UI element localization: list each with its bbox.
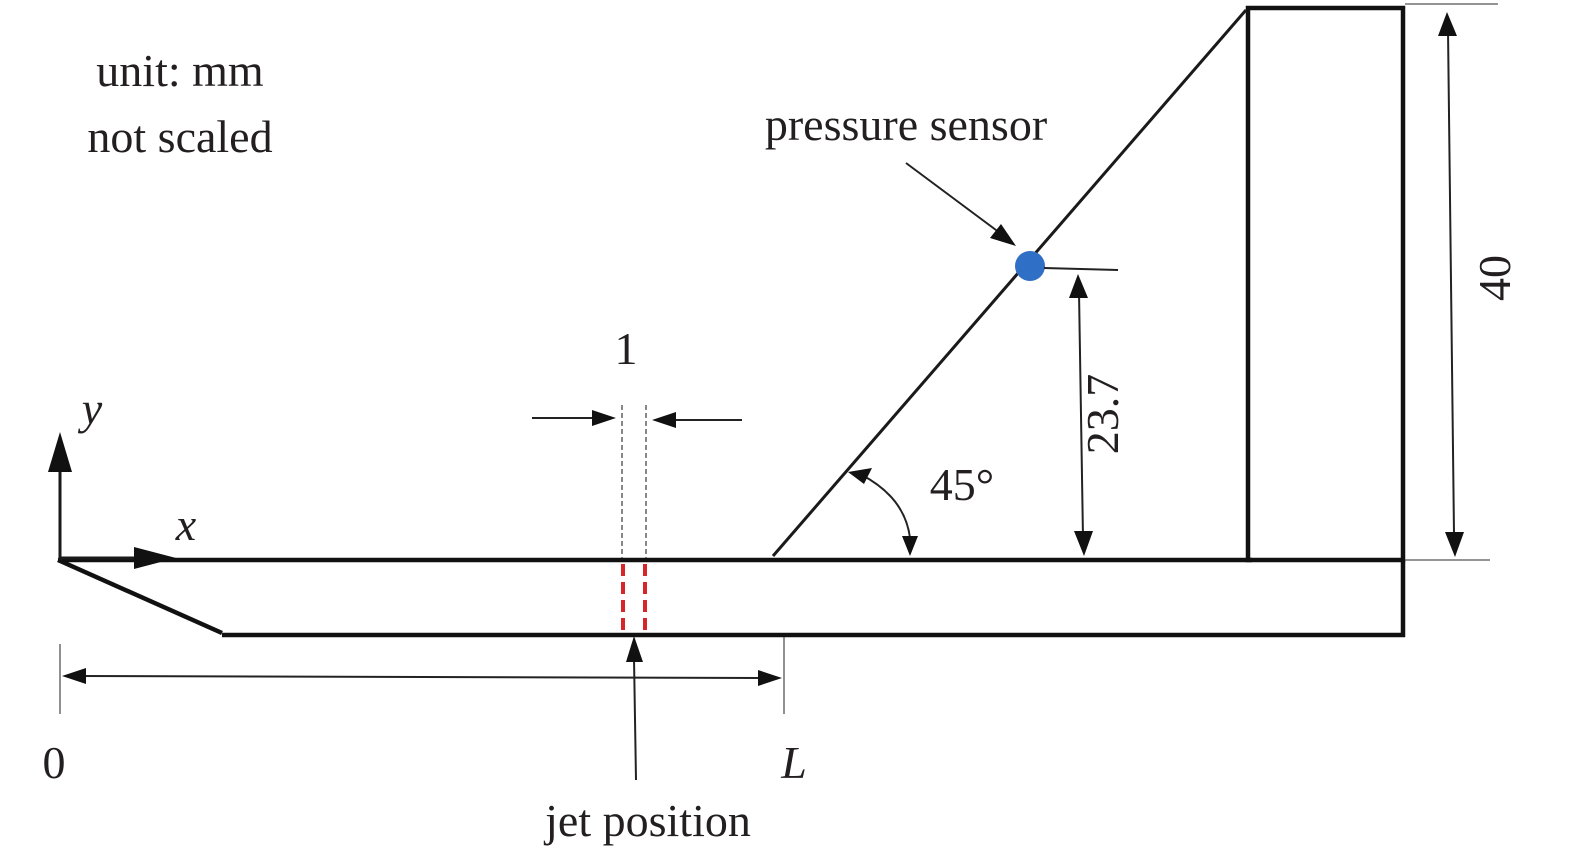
wall-box — [1245, 5, 1406, 563]
length-dimension — [59, 637, 785, 714]
angle-label: 45° — [930, 459, 994, 510]
jet-slit — [621, 564, 647, 630]
jet-position-label: jet position — [543, 795, 751, 846]
wall-height-label: 40 — [1469, 255, 1520, 301]
plate-outline — [57, 557, 1406, 638]
slit-width-label: 1 — [615, 323, 638, 374]
length-label: L — [780, 737, 807, 788]
y-axis-label: y — [78, 383, 103, 434]
pressure-sensor-label: pressure sensor — [765, 99, 1047, 150]
sensor-height-label: 23.7 — [1077, 374, 1128, 455]
x-axis-arrow — [60, 547, 176, 569]
sensor-extension-line — [1043, 267, 1119, 271]
scale-note: not scaled — [87, 111, 272, 162]
slit-width-dimension — [532, 405, 742, 558]
pressure-sensor-arrow — [905, 162, 1016, 246]
y-axis-arrow — [48, 432, 72, 560]
unit-note: unit: mm — [96, 45, 264, 96]
x-axis-label: x — [175, 499, 197, 550]
inclined-ramp — [771, 9, 1248, 557]
angle-arc — [848, 468, 918, 556]
wall-height-dimension — [1405, 3, 1498, 561]
sensor-height-dimension — [1069, 274, 1093, 556]
pressure-sensor-dot — [1015, 251, 1045, 281]
jet-position-arrow — [626, 636, 643, 781]
origin-label: 0 — [43, 737, 66, 788]
